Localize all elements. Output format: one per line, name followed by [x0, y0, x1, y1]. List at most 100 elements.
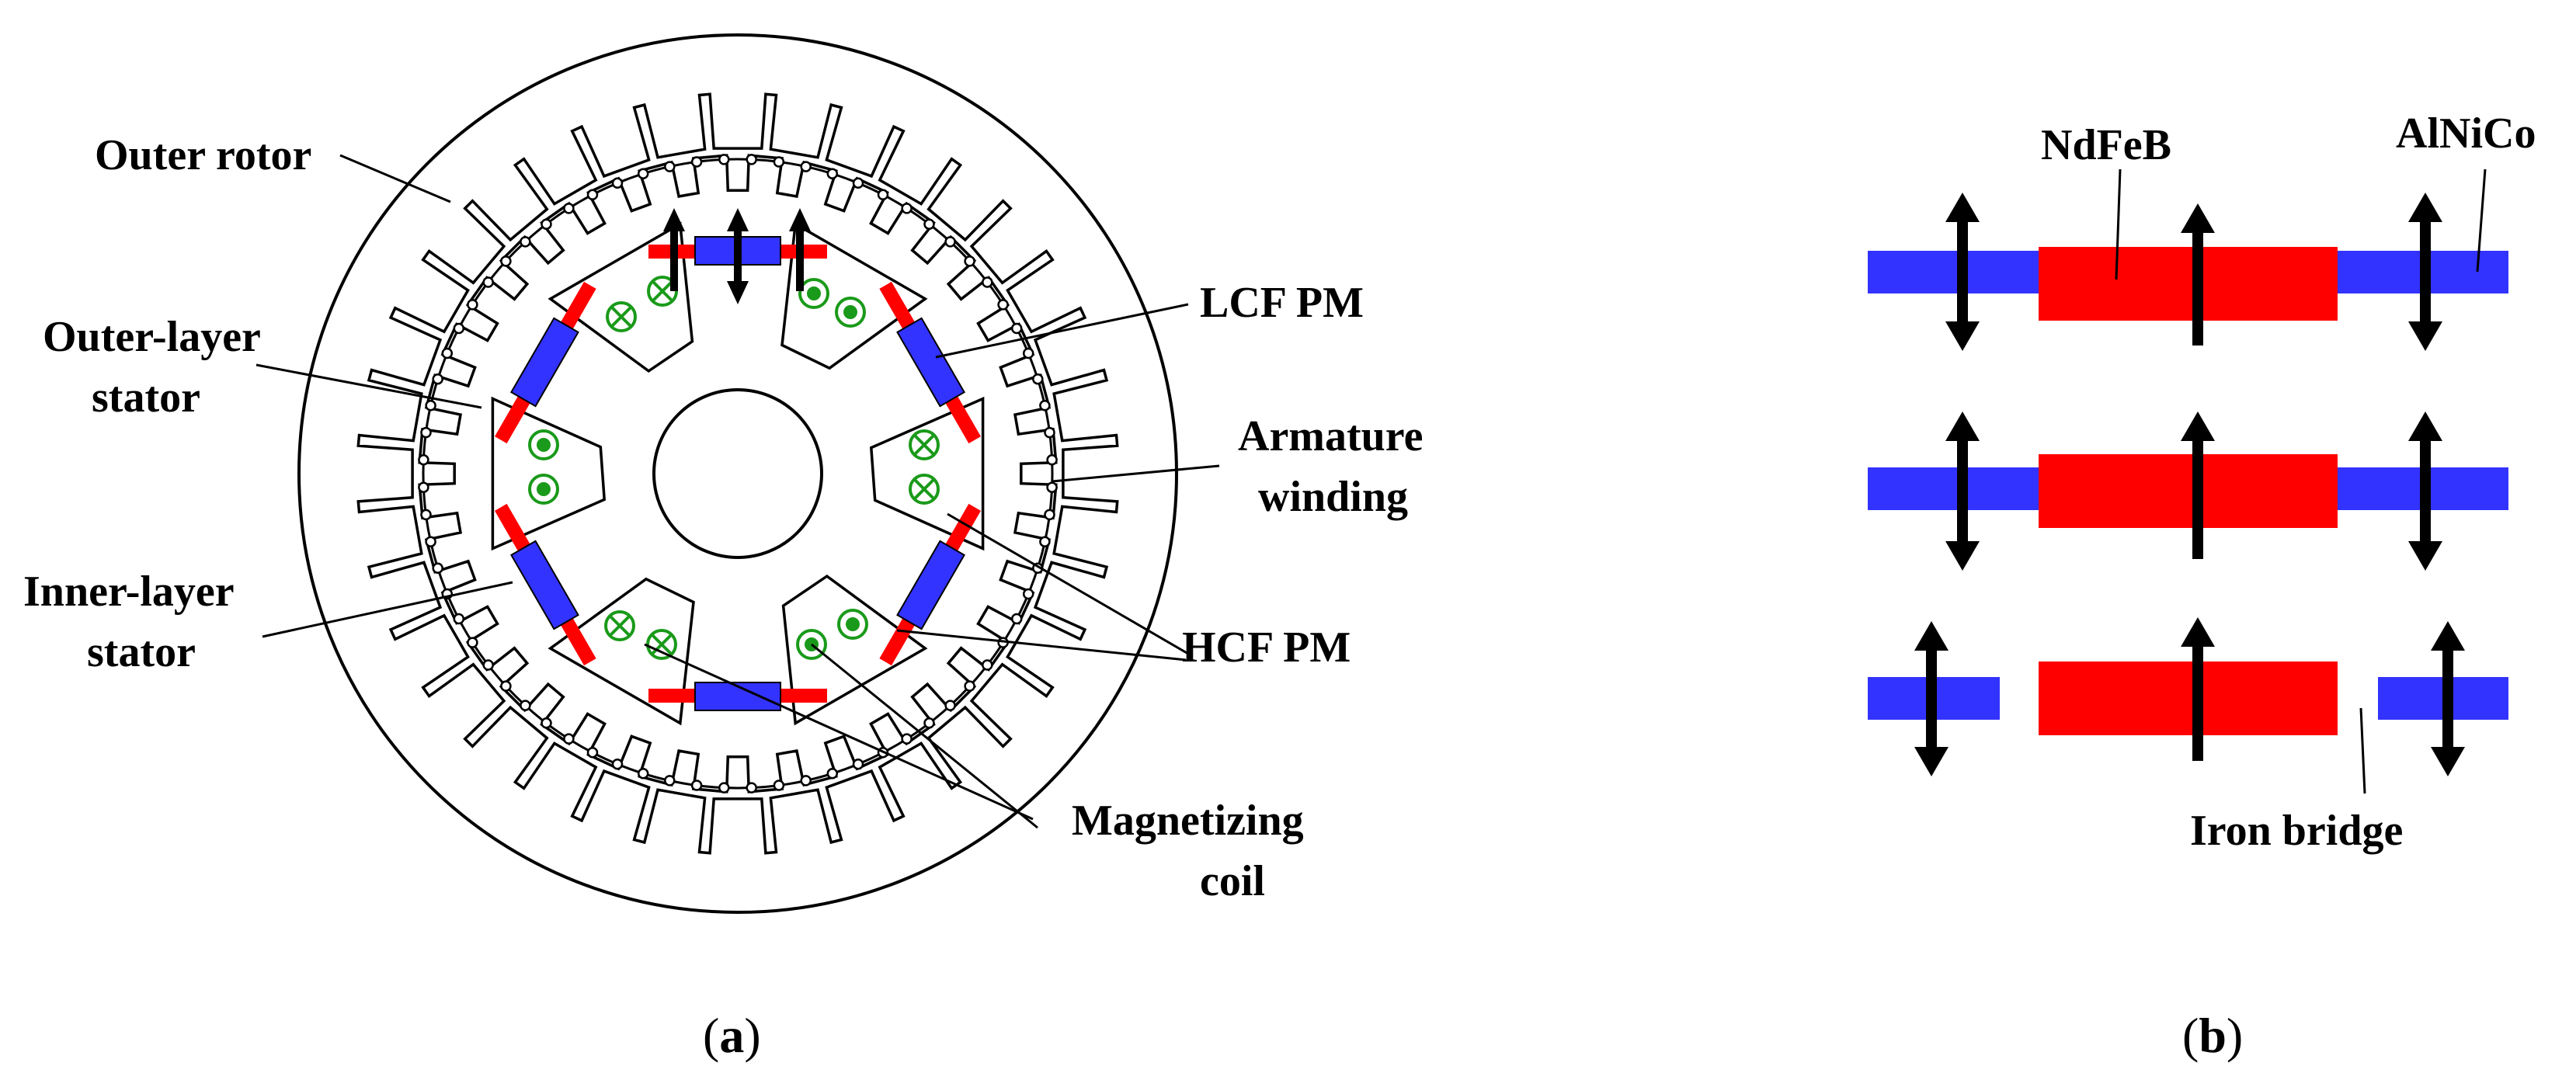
- winding-conductor-dot: [425, 536, 436, 547]
- winding-conductor-dot: [467, 299, 478, 311]
- label-armature-winding-line2: winding: [1258, 473, 1408, 521]
- winding-conductor-dot: [586, 189, 599, 201]
- label-armature-winding-line1: Armature: [1238, 412, 1423, 460]
- coil-cross-marker: [604, 610, 635, 641]
- winding-conductor-dot: [964, 255, 975, 267]
- alnico-bar-left: [1868, 467, 2039, 510]
- label-outer-layer-stator-line2: stator: [92, 373, 200, 422]
- winding-conductor-dot: [467, 637, 478, 648]
- winding-conductor-dot: [773, 156, 785, 168]
- winding-conductor-dot: [432, 562, 443, 575]
- winding-conductor-dot: [500, 255, 512, 267]
- winding-conductor-dot: [852, 758, 864, 770]
- winding-conductor-dot: [520, 236, 531, 248]
- single-headed-arrow: [2181, 617, 2215, 761]
- pm-group: [648, 682, 827, 711]
- outer-layer-stator-teeth: [418, 154, 1058, 793]
- winding-conductor-dot: [690, 780, 703, 791]
- winding-conductor-dot: [773, 780, 785, 791]
- coil-cross-marker: [909, 429, 940, 460]
- lcf-pm-bar: [509, 540, 579, 630]
- double-headed-arrow: [1914, 621, 1949, 776]
- winding-conductor-dot: [1022, 347, 1034, 359]
- winding-conductor-dot: [1039, 400, 1051, 411]
- double-headed-arrow: [2431, 621, 2465, 776]
- inner-stator-pole: [780, 221, 928, 370]
- winding-conductor-dot: [664, 161, 676, 172]
- winding-conductor-dot: [1044, 509, 1055, 521]
- winding-conductor-dot: [563, 203, 575, 214]
- winding-conductor-dot: [944, 236, 956, 248]
- pm-group: [879, 503, 981, 666]
- winding-conductor-dot: [901, 203, 913, 214]
- winding-conductor-dot: [1010, 613, 1023, 625]
- lcf-pm-bar: [896, 317, 966, 408]
- label-outer-rotor: Outer rotor: [95, 131, 311, 179]
- winding-conductor-dot: [453, 322, 465, 335]
- label-lcf-pm: LCF PM: [1200, 279, 1364, 327]
- winding-conductor-dot: [800, 775, 812, 787]
- coil-cross-marker: [646, 629, 677, 660]
- winding-conductor-dot: [800, 161, 812, 172]
- inner-stator-pole: [869, 396, 985, 551]
- double-headed-arrow: [2408, 411, 2442, 571]
- pm-group: [495, 503, 596, 666]
- winding-conductor-dot: [453, 613, 465, 625]
- permanent-magnet-groups: [495, 236, 981, 711]
- winding-conductor-dot: [690, 156, 703, 168]
- panel-b-pm-arrangement: NdFeB AlNiCo Iron bridge (b): [1868, 109, 2536, 1063]
- winding-conductor-dot: [923, 717, 935, 729]
- winding-conductor-dot: [664, 775, 676, 787]
- coil-dot-marker: [528, 474, 559, 505]
- armature-winding-path: [422, 158, 1054, 790]
- ndfeb-bar: [2039, 662, 2338, 735]
- winding-conductor-dot: [1039, 536, 1051, 547]
- winding-conductor-dot: [1022, 588, 1034, 600]
- outer-rotor-teeth: [356, 92, 1119, 855]
- ndfeb-bar: [2039, 454, 2338, 528]
- winding-conductor-dot: [420, 426, 432, 439]
- leader-lines-a: [256, 154, 1220, 829]
- label-alnico: AlNiCo: [2396, 109, 2536, 158]
- winding-conductor-dot: [420, 509, 432, 521]
- winding-conductor-dot: [482, 276, 494, 288]
- winding-conductor-dot: [541, 717, 552, 729]
- coil-dot-marker: [835, 297, 866, 328]
- outer-rotor-boundary: [297, 33, 1178, 914]
- winding-conductor-dot: [1046, 481, 1058, 493]
- winding-conductor-dot: [944, 700, 956, 711]
- coil-cross-marker: [606, 301, 637, 332]
- inner-stator-pole: [491, 396, 607, 551]
- inner-layer-stator-poles: [491, 221, 985, 726]
- winding-conductor-dot: [997, 299, 1009, 311]
- caption-a: (a): [703, 1008, 761, 1063]
- pm-arrangement-row-3: [1868, 662, 2508, 735]
- pm-arrangement-row-2: [1868, 454, 2508, 528]
- inner-stator-pole: [781, 574, 928, 726]
- winding-conductor-dot: [982, 276, 993, 288]
- pm-arrangement-row-1: [1868, 247, 2508, 321]
- winding-conductor-dot: [425, 400, 436, 411]
- winding-conductor-dot: [482, 659, 494, 671]
- winding-conductor-dot: [418, 481, 429, 493]
- alnico-bar-left: [1868, 251, 2039, 293]
- coil-cross-marker: [909, 474, 940, 505]
- lcf-pm-bar: [896, 540, 966, 630]
- winding-conductor-dot: [1032, 373, 1044, 385]
- winding-conductor-dot: [441, 347, 454, 359]
- winding-conductor-dot: [718, 154, 730, 165]
- double-headed-arrow: [1945, 193, 1980, 351]
- label-hcf-pm: HCF PM: [1182, 623, 1351, 672]
- ndfeb-bar: [2039, 247, 2338, 321]
- winding-conductor-dot: [923, 218, 935, 230]
- shaft-hole: [652, 388, 823, 559]
- label-ndfeb: NdFeB: [2041, 121, 2171, 169]
- winding-conductor-dot: [432, 373, 443, 385]
- coil-dot-marker: [798, 278, 829, 309]
- winding-conductor-dot: [826, 168, 839, 179]
- winding-conductor-dot: [1010, 322, 1023, 335]
- coil-dot-marker: [528, 429, 559, 460]
- winding-conductor-dot: [586, 746, 599, 759]
- winding-conductor-dot: [826, 768, 839, 780]
